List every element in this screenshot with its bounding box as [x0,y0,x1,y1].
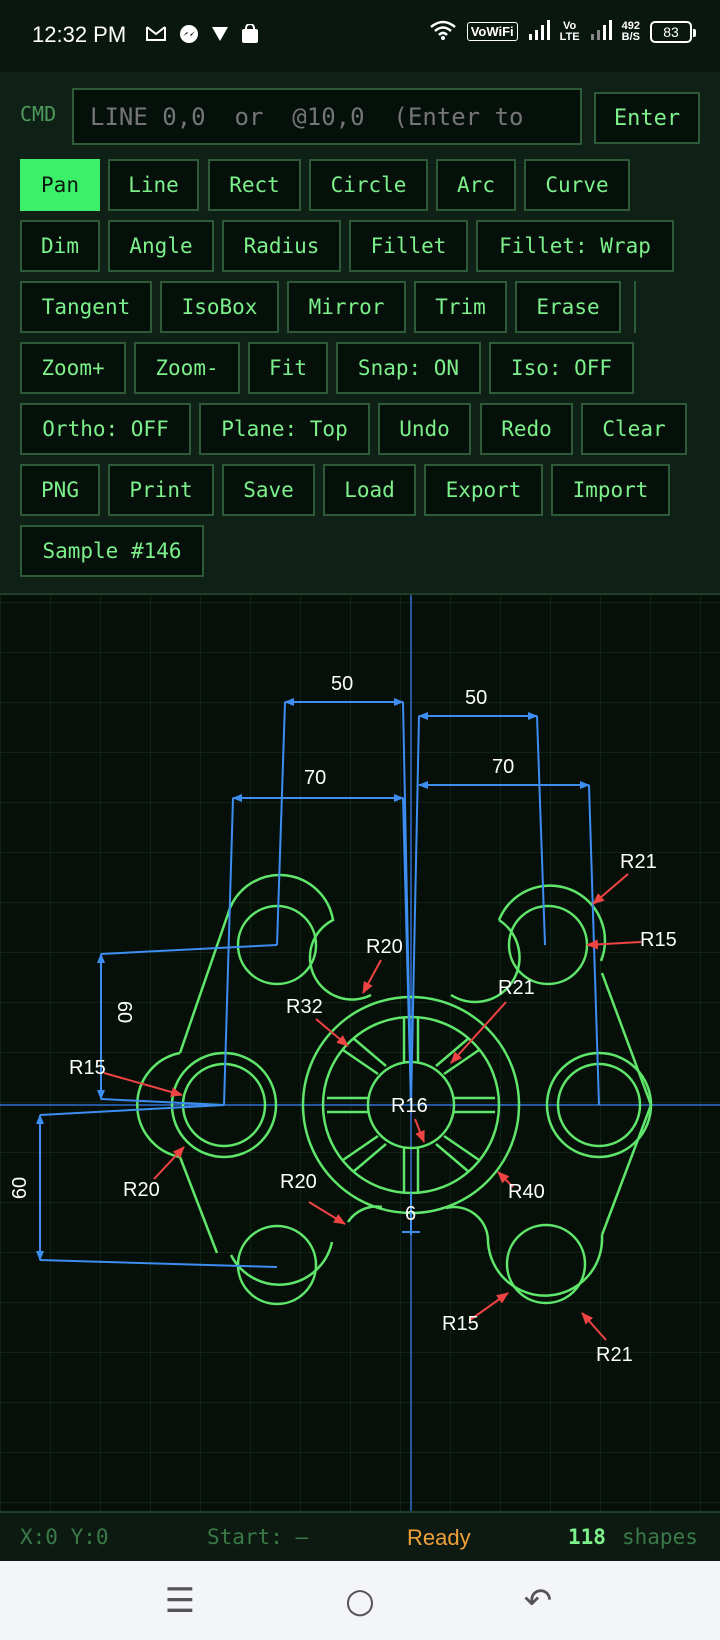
dim-text: 70 [304,767,326,789]
dim-text: 60 [9,1177,31,1199]
tool-arc-button[interactable]: Arc [436,159,516,211]
signal-icon [528,20,550,43]
enter-button[interactable]: Enter [594,92,700,144]
dim-text: 70 [492,756,514,778]
back-icon[interactable]: ↶ [523,1581,553,1621]
tool-export-button[interactable]: Export [424,464,543,516]
gmail-icon [145,24,167,49]
cursor-coords: X:0 Y:0 [20,1525,109,1549]
radius-label: R32 [286,996,323,1018]
start-point: Start: — [207,1525,309,1549]
radius-label: R15 [442,1313,479,1335]
tool-png-button[interactable]: PNG [20,464,100,516]
tool-undo-button[interactable]: Undo [378,403,471,455]
tool-erase-button[interactable]: Erase [515,281,621,333]
tool-isobox-button[interactable]: IsoBox [160,281,279,333]
tool-circle-button[interactable]: Circle [309,159,428,211]
radius-label: R15 [640,929,677,951]
tool-rect-button[interactable]: Rect [208,159,301,211]
tool-tangent-button[interactable]: Tangent [20,281,152,333]
tool-save-button[interactable]: Save [222,464,315,516]
dim-text: 6 [405,1203,416,1225]
system-navbar: ☰ ○ ↶ [0,1561,720,1640]
drawing-labels: 50 50 70 70 60 60 6 R21 R15 R20 R32 R21 … [9,673,677,1366]
vpn-icon [211,24,229,49]
radius-label: R15 [69,1057,106,1079]
dim-text: 60 [113,1001,135,1023]
drawing-canvas[interactable]: 50 50 70 70 60 60 6 R21 R15 R20 R32 R21 … [0,593,720,1513]
volte-badge: Vo LTE [559,19,580,43]
shape-count-label: shapes [622,1525,698,1549]
clock: 12:32 PM [32,22,127,47]
tool-zoom-in-button[interactable]: Zoom+ [20,342,126,394]
dimension-lines [36,698,600,1268]
radius-label: R21 [498,977,535,999]
home-icon[interactable]: ○ [345,1581,375,1621]
tool-redo-button[interactable]: Redo [480,403,573,455]
wifi-icon [429,20,457,43]
dim-text: 50 [331,673,353,695]
messenger-icon [179,24,199,49]
status-text: Ready [407,1525,471,1550]
tool-fillet-button[interactable]: Fillet [349,220,468,272]
vowifi-badge: VoWiFi [466,22,518,41]
status-bar: 12:32 PM VoWiFi Vo LTE 492 B/ [0,0,720,72]
drawing-svg[interactable]: 50 50 70 70 60 60 6 R21 R15 R20 R32 R21 … [0,595,720,1513]
cmd-label: CMD [20,102,57,126]
shape-count: 118 [568,1525,606,1549]
tool-line-button[interactable]: Line [108,159,199,211]
tool-radius-button[interactable]: Radius [222,220,341,272]
radius-label: R16 [391,1095,428,1117]
radius-label: R21 [620,851,657,873]
tool-pan-button[interactable]: Pan [20,159,100,211]
leader-arrows [103,873,642,1341]
status-footer: X:0 Y:0 Start: — Ready 118 shapes [0,1511,720,1561]
command-input[interactable] [72,88,582,145]
toolbar-divider [634,281,636,333]
shop-icon [241,23,259,49]
tool-fit-button[interactable]: Fit [248,342,328,394]
tool-clear-button[interactable]: Clear [581,403,687,455]
system-icons: VoWiFi Vo LTE 492 B/S 83 [429,19,696,43]
radius-label: R40 [508,1181,545,1203]
radius-label: R20 [280,1171,317,1193]
tool-print-button[interactable]: Print [108,464,214,516]
signal-icon-2 [590,20,612,43]
battery-icon: 83 [650,20,696,43]
radius-label: R20 [123,1179,160,1201]
dim-text: 50 [465,687,487,709]
tool-import-button[interactable]: Import [551,464,670,516]
tool-plane-button[interactable]: Plane: Top [199,403,370,455]
notification-icons [145,23,259,49]
menu-icon[interactable]: ☰ [164,1581,196,1621]
tool-zoom-out-button[interactable]: Zoom- [134,342,240,394]
tool-iso-button[interactable]: Iso: OFF [489,342,634,394]
tool-load-button[interactable]: Load [323,464,416,516]
tool-trim-button[interactable]: Trim [414,281,507,333]
tool-angle-button[interactable]: Angle [108,220,214,272]
sample-button[interactable]: Sample #146 [20,525,204,577]
tool-curve-button[interactable]: Curve [524,159,630,211]
tool-dim-button[interactable]: Dim [20,220,100,272]
tool-mirror-button[interactable]: Mirror [287,281,406,333]
tool-ortho-button[interactable]: Ortho: OFF [20,403,191,455]
radius-label: R20 [366,936,403,958]
network-speed: 492 B/S [621,19,640,43]
tool-snap-button[interactable]: Snap: ON [336,342,481,394]
radius-label: R21 [596,1344,633,1366]
tool-fillet-wrap-button[interactable]: Fillet: Wrap [476,220,674,272]
